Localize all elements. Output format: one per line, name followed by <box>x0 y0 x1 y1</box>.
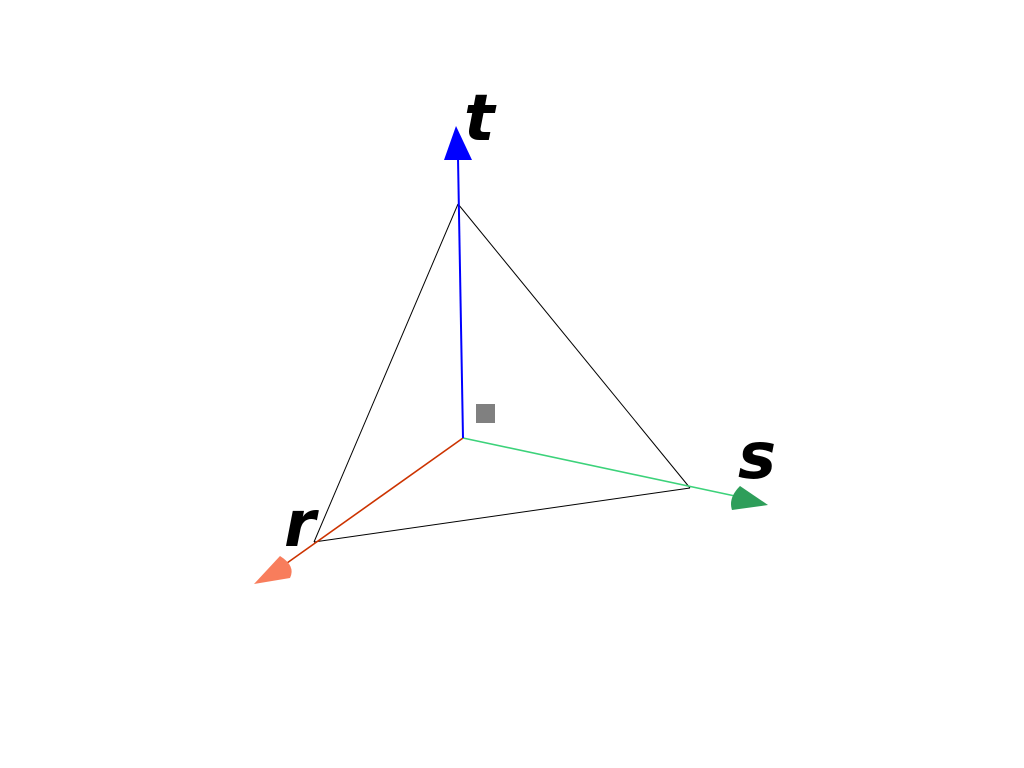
s-axis-shaft <box>462 437 736 497</box>
s-axis-label: s <box>738 420 776 494</box>
t-axis-label: t <box>464 82 497 156</box>
r-axis-shaft <box>279 437 464 569</box>
t-axis-shaft <box>457 157 464 439</box>
t-axis <box>444 126 472 439</box>
r-axis-label: r <box>284 488 319 562</box>
r-axis <box>254 437 464 584</box>
s-axis-arrowhead <box>731 486 768 510</box>
edge-r-s <box>313 487 691 543</box>
t-axis-arrowhead <box>444 126 472 160</box>
s-axis <box>462 437 768 510</box>
center-marker <box>476 404 495 423</box>
edge-r-t <box>313 203 459 543</box>
tetrahedron-edges <box>313 203 691 543</box>
edge-s-t <box>457 203 691 489</box>
r-axis-arrowhead <box>254 556 292 584</box>
